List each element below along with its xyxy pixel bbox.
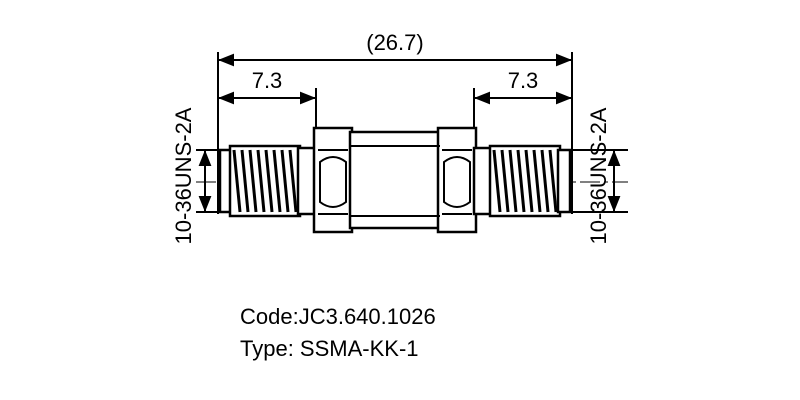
thread-line (532, 149, 542, 213)
thread-line (516, 149, 526, 213)
thread-line (264, 149, 274, 213)
part-code: Code:JC3.640.1026 (240, 304, 436, 329)
thread-line (256, 149, 266, 213)
right-thread-label: 10-36UNS-2A (586, 107, 611, 244)
thread-line (524, 149, 534, 213)
thread-line (492, 149, 502, 213)
thread-line (500, 149, 510, 213)
right-plug-tip (556, 148, 572, 214)
right-thread-hatching (492, 149, 558, 213)
center-barrel (348, 130, 442, 230)
left-thread-label: 10-36UNS-2A (171, 107, 196, 244)
thread-line (540, 149, 550, 213)
thread-line (232, 149, 242, 213)
thread-line (548, 149, 558, 213)
thread-line (248, 149, 258, 213)
thread-line (240, 149, 250, 213)
thread-line (280, 149, 290, 213)
thread-line (508, 149, 518, 213)
overall-length-label: (26.7) (366, 30, 423, 55)
right-length-label: 7.3 (508, 68, 539, 93)
connector-body (218, 126, 572, 234)
left-thread-hatching (232, 149, 298, 213)
part-type: Type: SSMA-KK-1 (240, 336, 419, 361)
thread-line (272, 149, 282, 213)
left-length-label: 7.3 (252, 68, 283, 93)
thread-line (288, 149, 298, 213)
